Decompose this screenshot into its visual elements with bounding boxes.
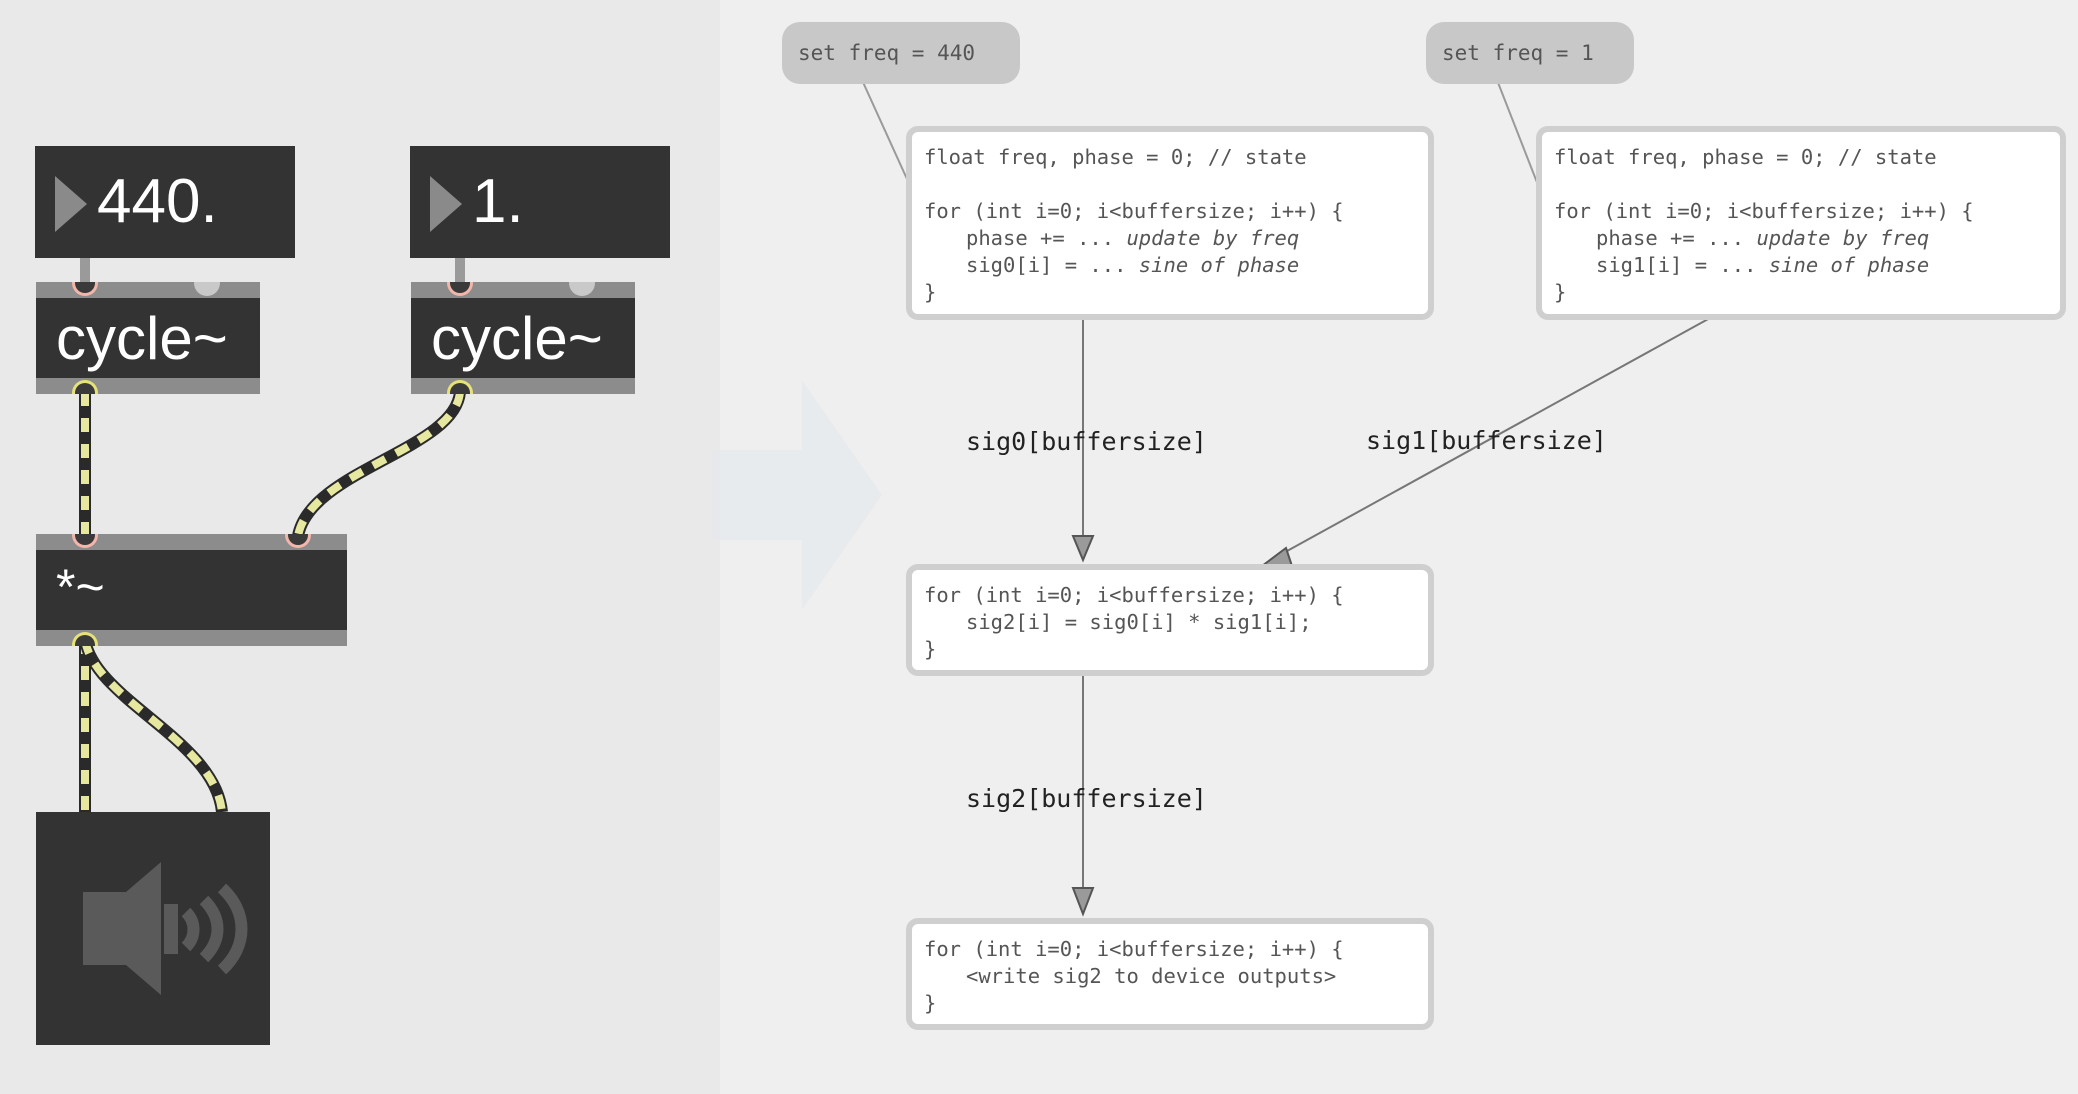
object-label: *~ (56, 559, 105, 615)
triangle-icon (55, 176, 87, 232)
outlet[interactable] (72, 632, 98, 646)
inlet-right[interactable] (194, 282, 220, 296)
inlet-right[interactable] (285, 534, 311, 548)
inlet-left[interactable] (447, 282, 473, 296)
outlet[interactable] (72, 380, 98, 394)
cycle-object-0[interactable]: cycle~ (36, 282, 260, 394)
code-box-oscillator-1: float freq, phase = 0; // state for (int… (1536, 126, 2066, 320)
message-link-440 (861, 79, 913, 191)
edge-sig0-arrowhead (1071, 535, 1095, 563)
inlet-right[interactable] (569, 282, 595, 296)
number-value: 440. (97, 167, 218, 236)
outlet[interactable] (447, 380, 473, 394)
audio-output-object[interactable] (36, 812, 270, 1045)
code-box-oscillator-0: float freq, phase = 0; // state for (int… (906, 126, 1434, 320)
transition-arrow-icon (712, 380, 882, 610)
code-box-output: for (int i=0; i<buffersize; i++) { <writ… (906, 918, 1434, 1030)
patch-cords (79, 258, 466, 813)
patch-cord-num0-to-cycle0 (80, 258, 90, 284)
number-box-freq[interactable]: 440. (35, 146, 295, 258)
edge-label-sig2: sig2[buffersize] (966, 784, 1207, 813)
patch-cord-num1-to-cycle1 (455, 258, 465, 284)
inlet-left[interactable] (72, 534, 98, 548)
edge-label-sig0: sig0[buffersize] (966, 427, 1207, 456)
edge-sig2-arrowhead (1071, 887, 1095, 917)
triangle-icon (430, 176, 462, 232)
edge-sig1-line (1277, 317, 1711, 557)
object-label: cycle~ (56, 305, 228, 372)
cycle-object-1[interactable]: cycle~ (411, 282, 635, 394)
number-value: 1. (472, 167, 524, 236)
inlet-left[interactable] (72, 282, 98, 296)
edge-label-sig1: sig1[buffersize] (1366, 426, 1607, 455)
multiply-object[interactable]: *~ (36, 534, 347, 646)
message-link-1 (1496, 79, 1541, 191)
message-box-1[interactable]: set freq = 1 (1426, 22, 1634, 84)
speaker-icon (83, 862, 248, 995)
code-box-multiply: for (int i=0; i<buffersize; i++) { sig2[… (906, 564, 1434, 676)
number-box-mod[interactable]: 1. (410, 146, 670, 258)
message-box-440[interactable]: set freq = 440 (782, 22, 1020, 84)
object-label: cycle~ (431, 305, 603, 372)
